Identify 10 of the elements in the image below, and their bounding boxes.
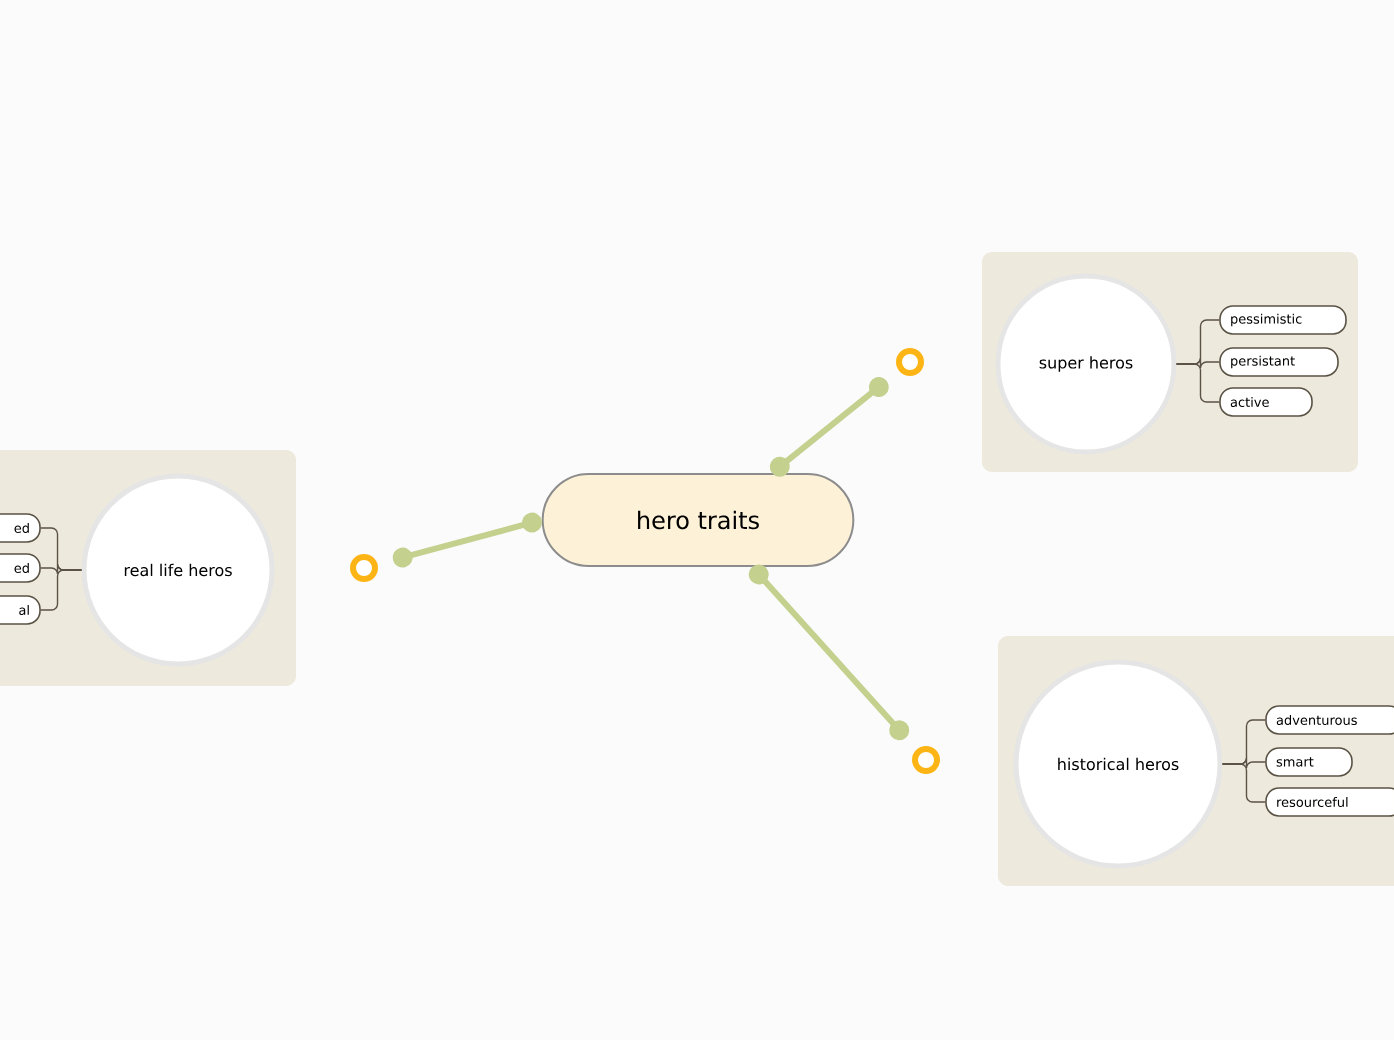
connector <box>769 377 889 477</box>
bracket-line <box>1221 763 1266 803</box>
bracket-line <box>1175 363 1220 403</box>
connector <box>748 564 910 741</box>
topic-box: hero traits <box>541 473 855 567</box>
ring-marker <box>350 554 378 582</box>
bracket-line <box>40 569 83 611</box>
ring-marker <box>912 745 940 774</box>
ring-marker <box>896 348 924 376</box>
connector <box>392 512 542 568</box>
